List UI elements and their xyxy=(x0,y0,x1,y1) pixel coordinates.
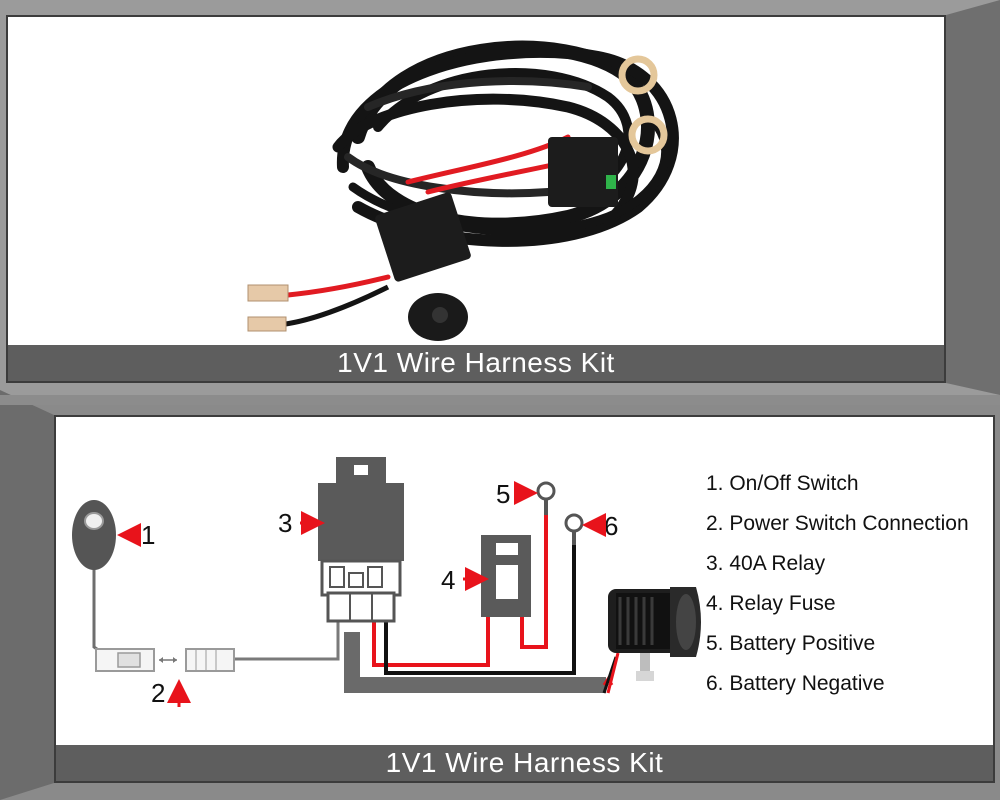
callout-4: 4 xyxy=(441,565,455,595)
top-caption: 1V1 Wire Harness Kit xyxy=(8,345,944,381)
legend-item: 2. Power Switch Connection xyxy=(706,512,969,535)
legend-item: 5. Battery Positive xyxy=(706,632,876,655)
legend-item: 6. Battery Negative xyxy=(706,672,885,695)
fuse-icon xyxy=(481,535,531,617)
connector-icon xyxy=(95,648,235,672)
component-legend: 1. On/Off Switch 2. Power Switch Connect… xyxy=(706,469,993,709)
wire-harness-photo xyxy=(8,17,944,345)
callout-6: 6 xyxy=(604,511,618,541)
wiring-diagram-panel: 1 2 3 xyxy=(54,415,995,783)
legend-item: 1. On/Off Switch xyxy=(706,472,859,495)
callout-2: 2 xyxy=(151,678,165,708)
callout-3: 3 xyxy=(278,508,292,538)
product-photo-panel: 1V1 Wire Harness Kit xyxy=(6,15,946,383)
work-light-icon xyxy=(608,587,701,681)
wiring-diagram: 1 2 3 xyxy=(72,457,701,708)
relay-icon xyxy=(318,457,404,623)
bottom-caption: 1V1 Wire Harness Kit xyxy=(56,745,993,781)
callout-5: 5 xyxy=(496,479,510,509)
legend-item: 3. 40A Relay xyxy=(706,552,826,575)
callout-1: 1 xyxy=(141,520,155,550)
legend-item: 4. Relay Fuse xyxy=(706,592,836,615)
switch-icon xyxy=(72,500,116,570)
